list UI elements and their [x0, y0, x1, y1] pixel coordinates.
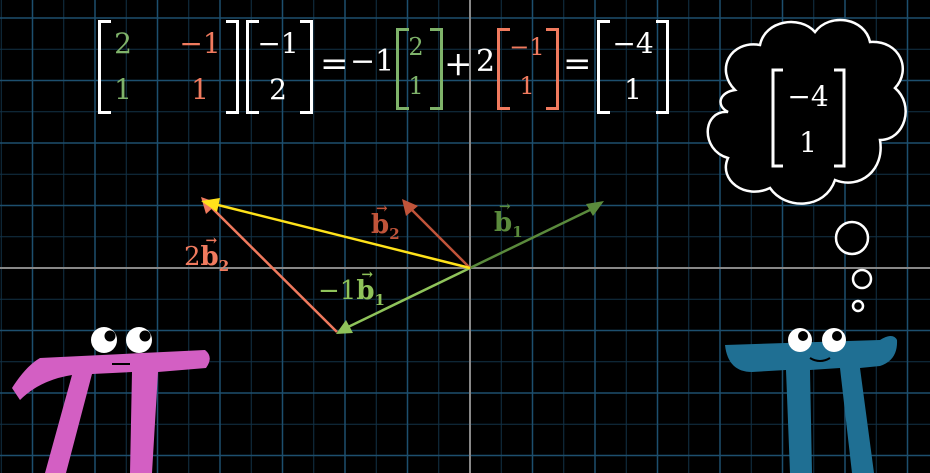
label-b1: →b1 [494, 199, 523, 242]
col2-right-bracket [546, 28, 559, 110]
equals-sign-1: = [320, 44, 349, 84]
col1-top: 2 [408, 33, 424, 61]
col1-bottom: 1 [408, 72, 424, 100]
vector-result [201, 198, 471, 270]
col1-right-bracket [430, 28, 443, 110]
pi-creature-blue-icon [725, 328, 898, 473]
label-scaled-b1: −1→b1 [318, 267, 385, 310]
equation: 2 −1 1 1 −1 2 = −1 2 1 + 2 −1 1 = −4 1 [0, 0, 930, 130]
result-right-bracket [656, 20, 669, 114]
col2-left-bracket [497, 28, 510, 110]
matrix-a12: −1 [179, 27, 221, 60]
input-bottom: 2 [269, 73, 287, 106]
result-bottom: 1 [624, 73, 642, 106]
input-left-bracket [246, 20, 259, 114]
vector-b1 [469, 201, 604, 270]
thought-vector-top: −4 [787, 80, 828, 113]
vector-arrow-glyph: → [376, 201, 388, 217]
matrix-left-bracket [98, 20, 111, 114]
result-top: −4 [612, 27, 654, 60]
vector-arrow-glyph: → [205, 233, 218, 249]
matrix-a21: 1 [114, 73, 132, 106]
col1-left-bracket [396, 28, 409, 110]
input-right-bracket [300, 20, 313, 114]
result-left-bracket [597, 20, 610, 114]
plus-sign: + [444, 44, 473, 84]
vector-b2 [402, 199, 471, 269]
thought-bubble [706, 18, 907, 313]
pi-creature-pink-icon [12, 327, 210, 473]
vector-neg-b1 [336, 266, 471, 334]
col2-top: −1 [509, 33, 545, 61]
vector-arrow-glyph: → [499, 199, 511, 215]
thought-vector-bottom: 1 [799, 126, 817, 159]
thought-bracket [771, 68, 846, 168]
label-scaled-b2: 2→b2 [184, 233, 230, 276]
equals-sign-2: = [563, 44, 592, 84]
matrix-right-bracket [226, 20, 239, 114]
matrix-a11: 2 [114, 27, 132, 60]
coef-1: −1 [350, 44, 395, 79]
col2-bottom: 1 [519, 72, 535, 100]
vector-arrow-glyph: → [361, 267, 374, 283]
coef-2: 2 [476, 44, 496, 79]
matrix-a22: 1 [191, 73, 209, 106]
label-b2: →b2 [371, 201, 400, 244]
input-top: −1 [257, 27, 299, 60]
